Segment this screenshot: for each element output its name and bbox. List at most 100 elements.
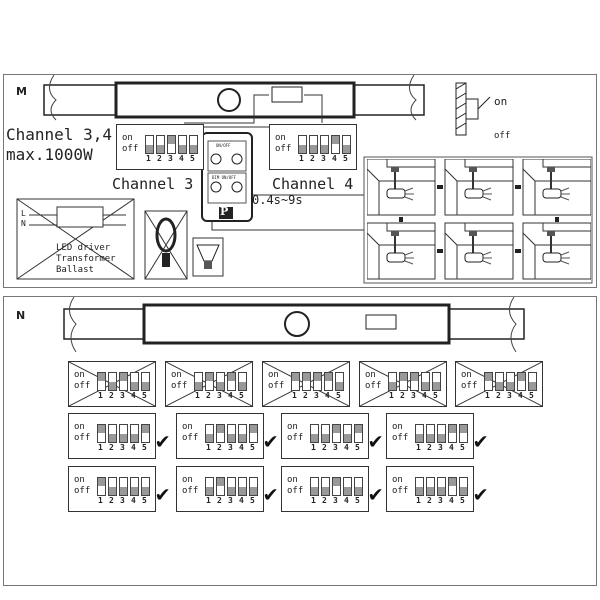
switch-number: 3 [314, 391, 319, 400]
dip-switch-5 [335, 372, 344, 391]
driver-n: N [21, 219, 26, 228]
switch-number: 3 [168, 154, 173, 163]
driver-line-2: Transformer [56, 254, 116, 264]
switch-number: 3 [120, 496, 125, 505]
switch-number: 4 [131, 496, 136, 505]
switch-number: 1 [206, 443, 211, 452]
dip-switch-4 [238, 477, 247, 496]
spotlight-frame [522, 158, 592, 216]
dip-switch-2 [156, 135, 165, 154]
on-label: on [74, 422, 85, 432]
switch-number: 2 [310, 154, 315, 163]
switch-number: 1 [98, 496, 103, 505]
dip-switch-5 [459, 477, 468, 496]
panel-n-label: N [16, 309, 26, 322]
on-label: on [392, 475, 403, 485]
switch-number: 3 [438, 443, 443, 452]
spotlight-frames [366, 158, 592, 280]
dip-switch-2 [426, 477, 435, 496]
switch-number: 4 [422, 391, 427, 400]
dip-switch-3 [167, 135, 176, 154]
switch-number: 3 [333, 496, 338, 505]
dip-switch-1 [415, 424, 424, 443]
off-label: off [392, 486, 409, 496]
dip-switch-3 [313, 372, 322, 391]
on-label: on [182, 422, 193, 432]
dip-switch-4 [130, 477, 139, 496]
dip-switch-1 [97, 372, 106, 391]
switch-number: 1 [292, 391, 297, 400]
off-label: off [287, 486, 304, 496]
wall-switch-on: on [494, 95, 508, 108]
dip-switch-5 [342, 135, 351, 154]
panel-m-label: M [16, 85, 27, 98]
remote-logo: P [220, 205, 229, 218]
switch-number: 5 [343, 154, 348, 163]
switch-number: 2 [217, 443, 222, 452]
dip-switch-4 [421, 372, 430, 391]
switch-number: 1 [485, 391, 490, 400]
switch-number: 4 [449, 496, 454, 505]
switch-number: 1 [98, 391, 103, 400]
switch-number: 5 [142, 443, 147, 452]
max-power: max.1000W [6, 145, 93, 164]
dip-switch-2 [108, 372, 117, 391]
on-label: on [287, 475, 298, 485]
dip-switch-3 [437, 424, 446, 443]
off-label: off [74, 486, 91, 496]
switch-number: 2 [496, 391, 501, 400]
check-mark-icon: ✔ [156, 429, 170, 454]
wall-switch-off: off [494, 131, 511, 141]
off-label: off [182, 486, 199, 496]
switch-number: 4 [449, 443, 454, 452]
switch-number: 5 [529, 391, 534, 400]
channel4-label: Channel 4 [272, 175, 354, 193]
dip-switch-2 [108, 424, 117, 443]
check-mark-icon: ✔ [474, 482, 488, 507]
switch-number: 3 [411, 391, 416, 400]
dip-switch-4 [178, 135, 187, 154]
off-label: off [275, 144, 292, 154]
switch-number: 2 [322, 496, 327, 505]
driver-line-1: LED driver [56, 243, 111, 253]
dip-switch-2 [321, 477, 330, 496]
switch-number: 5 [190, 154, 195, 163]
switch-number: 2 [109, 496, 114, 505]
switch-number: 1 [98, 443, 103, 452]
on-label: on [461, 370, 472, 380]
dip-switch-3 [506, 372, 515, 391]
timing-label: 0.4s~9s [252, 193, 303, 207]
dip-switch-1 [298, 135, 307, 154]
switch-number: 4 [344, 496, 349, 505]
switch-number: 2 [157, 154, 162, 163]
off-label: off [365, 381, 382, 391]
off-label: off [171, 381, 188, 391]
panel-n-track [63, 297, 525, 353]
dip-switch-5 [354, 477, 363, 496]
switch-number: 2 [400, 391, 405, 400]
dip-switch-4 [448, 424, 457, 443]
dip-switch-5 [249, 424, 258, 443]
dip-switch-1 [415, 477, 424, 496]
off-label: off [74, 433, 91, 443]
dip-switch-3 [216, 372, 225, 391]
dip-switch-3 [227, 424, 236, 443]
dip-switch-2 [108, 477, 117, 496]
dip-switch-2 [309, 135, 318, 154]
dip-switch-2 [302, 372, 311, 391]
switch-number: 1 [389, 391, 394, 400]
check-mark-icon: ✔ [369, 429, 383, 454]
dip-switch-1 [97, 477, 106, 496]
channel3-label: Channel 3 [112, 175, 194, 193]
dip-switch-3 [227, 477, 236, 496]
switch-number: 2 [322, 443, 327, 452]
switch-number: 3 [333, 443, 338, 452]
switch-number: 3 [321, 154, 326, 163]
switch-number: 1 [299, 154, 304, 163]
dip-switch-1 [291, 372, 300, 391]
